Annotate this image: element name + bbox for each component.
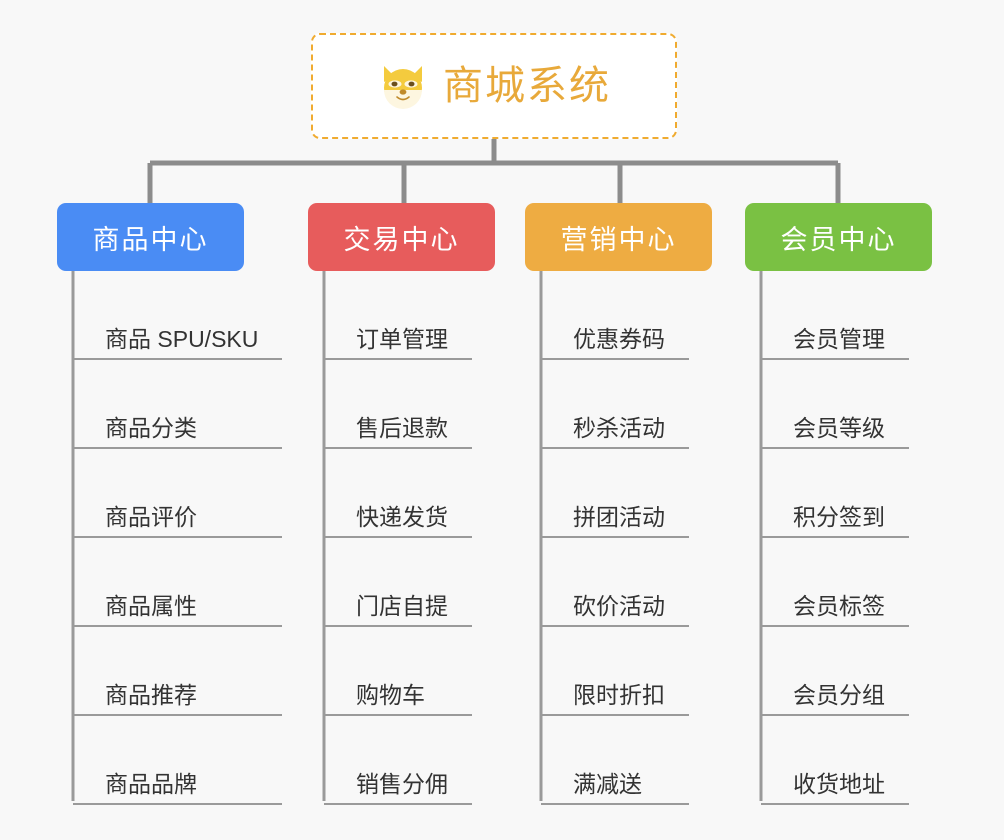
branch-header-2[interactable]: 营销中心 <box>525 203 712 271</box>
leaf-label: 会员标签 <box>793 593 885 619</box>
leaf-label: 砍价活动 <box>573 593 665 619</box>
leaf-item[interactable]: 商品分类 <box>73 360 283 449</box>
leaf-label: 会员管理 <box>793 326 885 352</box>
leaf-label: 商品 SPU/SKU <box>105 326 259 352</box>
branch-header-0[interactable]: 商品中心 <box>57 203 244 271</box>
leaf-item[interactable]: 会员分组 <box>761 627 909 716</box>
branch-column-0: 商品中心 商品 SPU/SKU 商品分类 商品评价 商品属性 商品推荐 商品品牌 <box>57 203 283 805</box>
leaf-item[interactable]: 满减送 <box>541 716 689 805</box>
leaf-item[interactable]: 购物车 <box>324 627 472 716</box>
leaf-item[interactable]: 会员标签 <box>761 538 909 627</box>
leaf-label: 收货地址 <box>793 771 885 797</box>
branch-column-1: 交易中心 订单管理 售后退款 快递发货 门店自提 购物车 销售分佣 <box>308 203 495 805</box>
leaf-item[interactable]: 优惠券码 <box>541 271 689 360</box>
leaf-item[interactable]: 积分签到 <box>761 449 909 538</box>
leaf-label: 商品品牌 <box>105 771 197 797</box>
leaf-label: 快递发货 <box>356 504 448 530</box>
leaf-item[interactable]: 商品推荐 <box>73 627 283 716</box>
leaf-label: 限时折扣 <box>573 682 665 708</box>
leaf-label: 商品评价 <box>105 504 197 530</box>
root-title: 商城系统 <box>443 64 611 108</box>
leaf-item[interactable]: 收货地址 <box>761 716 909 805</box>
leaf-item[interactable]: 拼团活动 <box>541 449 689 538</box>
leaf-label: 订单管理 <box>356 326 448 352</box>
leaf-label: 门店自提 <box>356 593 448 619</box>
shiba-dog-face-icon <box>377 62 429 110</box>
leaf-item[interactable]: 订单管理 <box>324 271 472 360</box>
leaf-list-1: 订单管理 售后退款 快递发货 门店自提 购物车 销售分佣 <box>324 271 472 805</box>
leaf-label: 积分签到 <box>793 504 885 530</box>
leaf-item[interactable]: 会员管理 <box>761 271 909 360</box>
branch-label-3: 会员中心 <box>780 224 897 255</box>
leaf-item[interactable]: 商品 SPU/SKU <box>73 271 283 360</box>
leaf-item[interactable]: 快递发货 <box>324 449 472 538</box>
leaf-label: 商品推荐 <box>105 682 197 708</box>
branch-label-1: 交易中心 <box>343 224 460 255</box>
branch-header-1[interactable]: 交易中心 <box>308 203 495 271</box>
leaf-item[interactable]: 门店自提 <box>324 538 472 627</box>
leaf-label: 商品属性 <box>105 593 197 619</box>
leaf-item[interactable]: 会员等级 <box>761 360 909 449</box>
leaf-label: 会员分组 <box>793 682 885 708</box>
leaf-label: 售后退款 <box>356 415 448 441</box>
leaf-item[interactable]: 商品属性 <box>73 538 283 627</box>
leaf-item[interactable]: 秒杀活动 <box>541 360 689 449</box>
leaf-label: 会员等级 <box>793 415 885 441</box>
leaf-label: 购物车 <box>356 682 425 708</box>
leaf-list-2: 优惠券码 秒杀活动 拼团活动 砍价活动 限时折扣 满减送 <box>541 271 689 805</box>
leaf-list-3: 会员管理 会员等级 积分签到 会员标签 会员分组 收货地址 <box>761 271 909 805</box>
leaf-item[interactable]: 商品品牌 <box>73 716 283 805</box>
branch-label-0: 商品中心 <box>92 224 209 255</box>
leaf-item[interactable]: 砍价活动 <box>541 538 689 627</box>
branch-column-3: 会员中心 会员管理 会员等级 积分签到 会员标签 会员分组 收货地址 <box>745 203 932 805</box>
leaf-label: 优惠券码 <box>573 326 665 352</box>
leaf-label: 商品分类 <box>105 415 197 441</box>
root-node[interactable]: 商城系统 <box>311 33 677 139</box>
leaf-item[interactable]: 销售分佣 <box>324 716 472 805</box>
branch-label-2: 营销中心 <box>560 224 677 255</box>
branch-column-2: 营销中心 优惠券码 秒杀活动 拼团活动 砍价活动 限时折扣 满减送 <box>525 203 712 805</box>
leaf-label: 销售分佣 <box>356 771 448 797</box>
leaf-label: 满减送 <box>573 771 642 797</box>
leaf-item[interactable]: 限时折扣 <box>541 627 689 716</box>
leaf-list-0: 商品 SPU/SKU 商品分类 商品评价 商品属性 商品推荐 商品品牌 <box>73 271 283 805</box>
branch-header-3[interactable]: 会员中心 <box>745 203 932 271</box>
leaf-label: 拼团活动 <box>573 504 665 530</box>
leaf-item[interactable]: 售后退款 <box>324 360 472 449</box>
leaf-item[interactable]: 商品评价 <box>73 449 283 538</box>
leaf-label: 秒杀活动 <box>573 415 665 441</box>
